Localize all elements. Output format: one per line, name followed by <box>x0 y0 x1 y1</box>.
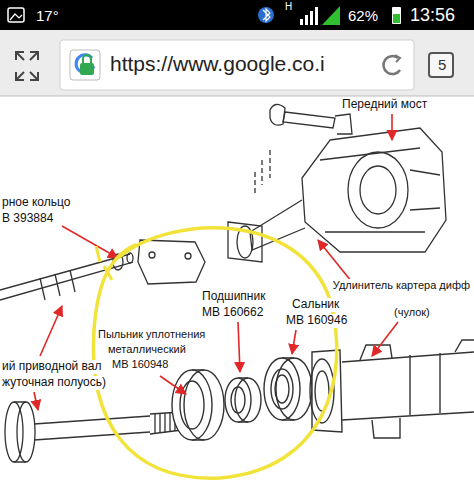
oil-seal-part <box>264 358 300 420</box>
browser-toolbar-part <box>383 56 400 74</box>
part-number: МВ 160946 <box>284 314 349 328</box>
front-axle-housing-part <box>283 112 335 128</box>
bearing-part <box>231 387 245 413</box>
status-bar-part <box>305 15 308 25</box>
leader-arrows-part <box>160 376 186 394</box>
housing-extension-tube <box>310 340 474 438</box>
housing-extension-tube-part <box>372 418 400 438</box>
address-url: https://www.google.co.i <box>108 52 327 76</box>
intermediate-shaft-part <box>34 416 150 440</box>
intermediate-shaft-part <box>155 413 175 434</box>
status-bar-part <box>392 7 401 24</box>
upper-drive-shaft-part <box>127 253 133 263</box>
part-name: Сальник <box>290 298 341 312</box>
browser-toolbar-part <box>80 63 94 75</box>
highlight-loop-tail <box>96 246 112 280</box>
status-bar-part <box>300 19 303 25</box>
status-bar-part <box>0 0 474 30</box>
browser-toolbar-part <box>60 40 414 90</box>
part-number: МВ 160662 <box>200 306 265 320</box>
front-axle-housing <box>228 104 446 262</box>
browser-toolbar-part <box>83 55 91 63</box>
front-axle-housing-part <box>410 170 440 210</box>
part-name: ий приводной вал <box>0 360 104 374</box>
leader-arrows-part <box>238 322 240 372</box>
intermediate-shaft-part <box>17 402 35 462</box>
front-axle-housing-part <box>320 148 425 232</box>
leader-arrows-part <box>40 306 62 356</box>
bearing-part <box>235 378 261 422</box>
leader-arrows-part <box>372 322 398 356</box>
browser-toolbar-part <box>429 53 453 77</box>
mount-bracket-part <box>185 253 191 259</box>
status-bar-part <box>10 14 22 20</box>
battery-percent: 62% <box>346 7 380 24</box>
part-name: Передний мост <box>340 98 429 112</box>
front-axle-housing-part <box>348 152 408 228</box>
part-name: Пыльник уплотнения <box>96 328 207 341</box>
metal-dust-seal <box>172 370 224 440</box>
intermediate-shaft <box>5 402 186 462</box>
browser-toolbar-part <box>70 50 100 80</box>
upper-drive-shaft-part <box>40 270 75 300</box>
part-number: В 393884 <box>0 212 55 226</box>
part-name: (чулок) <box>392 306 432 319</box>
status-bar-part <box>393 14 400 23</box>
front-axle-housing-part <box>270 104 285 125</box>
status-temperature: 17° <box>34 7 61 24</box>
leader-arrows-part <box>62 226 118 258</box>
status-bar-part <box>310 11 313 25</box>
housing-extension-tube-part <box>410 353 440 415</box>
status-clock: 13:56 <box>408 5 457 26</box>
browser-toolbar-part <box>0 30 474 96</box>
bearing <box>225 378 261 422</box>
browser-toolbar <box>0 30 474 96</box>
front-axle-housing-part <box>360 166 396 214</box>
front-axle-housing-part <box>255 150 270 195</box>
network-type: H <box>283 1 294 13</box>
highlight-loop <box>93 228 336 478</box>
tab-count: 5 <box>436 56 448 73</box>
status-bar-part <box>8 8 24 22</box>
part-name: Удлинитель картера дифф <box>331 279 472 292</box>
housing-extension-tube-part <box>455 340 474 352</box>
mount-bracket-part <box>149 252 155 258</box>
intermediate-shaft-part <box>5 402 23 462</box>
part-name: жуточная полуось) <box>0 376 108 390</box>
leader-arrows-part <box>391 114 393 140</box>
part-name: Подшипник <box>200 290 267 304</box>
status-bar-part <box>258 7 274 23</box>
browser-toolbar-part <box>0 96 474 97</box>
housing-extension-tube-part <box>360 345 392 360</box>
mount-bracket-part <box>138 240 205 284</box>
metal-dust-seal-part <box>172 370 212 440</box>
status-bar-part <box>315 7 318 25</box>
leader-arrows-part <box>34 392 38 410</box>
oil-seal-part <box>275 375 289 403</box>
oil-seal-part <box>271 369 293 409</box>
status-bar <box>0 0 474 30</box>
front-axle-housing-part <box>335 114 352 134</box>
part-name: рное кольцо <box>0 196 72 210</box>
part-number: МВ 160948 <box>110 358 170 371</box>
housing-extension-tube-part <box>342 352 474 420</box>
metal-dust-seal-part <box>180 381 204 429</box>
status-bar-part <box>263 9 270 21</box>
status-bar-part <box>322 6 340 25</box>
oil-seal <box>264 358 312 420</box>
front-axle-housing-part <box>302 128 446 252</box>
browser-toolbar-part <box>395 55 400 62</box>
leader-arrows-part <box>292 330 296 354</box>
part-name: металлический <box>106 343 188 356</box>
browser-toolbar-part <box>16 52 38 80</box>
oil-seal-part <box>276 358 312 420</box>
mount-bracket <box>138 240 205 284</box>
